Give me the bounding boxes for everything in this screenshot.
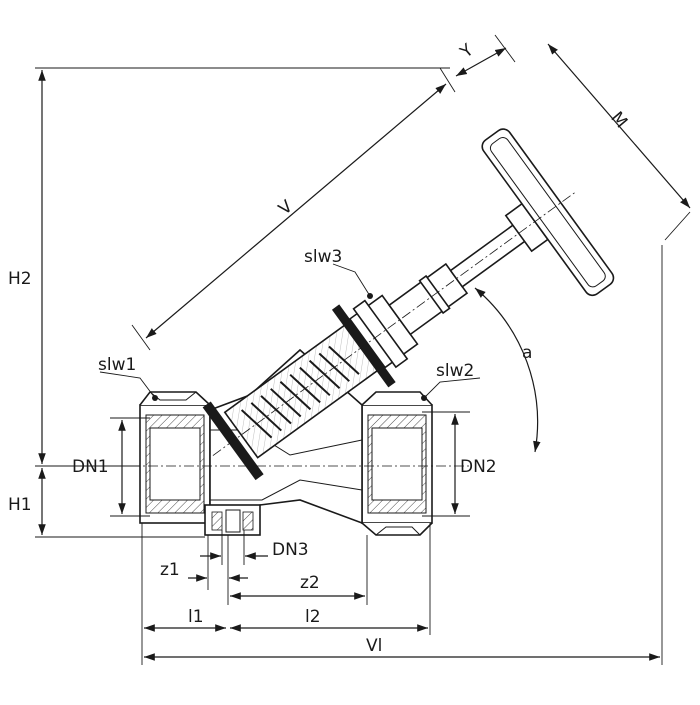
label-slw1: slw1 — [98, 355, 136, 375]
label-h2: H2 — [8, 269, 32, 289]
label-dn1: DN1 — [72, 457, 109, 477]
label-h1: H1 — [8, 495, 32, 515]
label-vl: Vl — [366, 636, 382, 656]
label-slw3: slw3 — [304, 247, 342, 267]
leader-slw1: slw1 — [98, 355, 158, 401]
label-l1: l1 — [188, 607, 204, 627]
label-z1: z1 — [160, 560, 180, 580]
label-slw2: slw2 — [436, 361, 474, 381]
leader-slw2: slw2 — [421, 361, 481, 401]
dim-m: M — [547, 43, 691, 241]
right-socket — [361, 391, 433, 536]
dim-z1: z1 — [160, 535, 248, 605]
dim-angle-a: a — [474, 287, 541, 453]
dim-l2: l2 — [230, 523, 431, 635]
dim-dn1: DN1 — [72, 417, 150, 517]
label-dn3: DN3 — [272, 540, 309, 560]
dim-z2: z2 — [230, 535, 368, 605]
dim-y: Y — [455, 34, 516, 77]
label-v: V — [275, 196, 297, 219]
dim-dn3: DN3 — [200, 530, 309, 565]
dim-l1: l1 — [141, 523, 226, 665]
left-socket — [139, 391, 211, 524]
label-dn2: DN2 — [460, 457, 497, 477]
dim-dn2: DN2 — [422, 411, 497, 517]
label-l2: l2 — [305, 607, 321, 627]
label-z2: z2 — [300, 573, 320, 593]
dim-vl: Vl — [144, 245, 663, 665]
leader-slw3: slw3 — [304, 247, 373, 299]
label-m: M — [606, 108, 631, 132]
label-a: a — [522, 343, 532, 363]
dim-h2: H2 — [8, 67, 450, 464]
label-y: Y — [456, 40, 478, 63]
